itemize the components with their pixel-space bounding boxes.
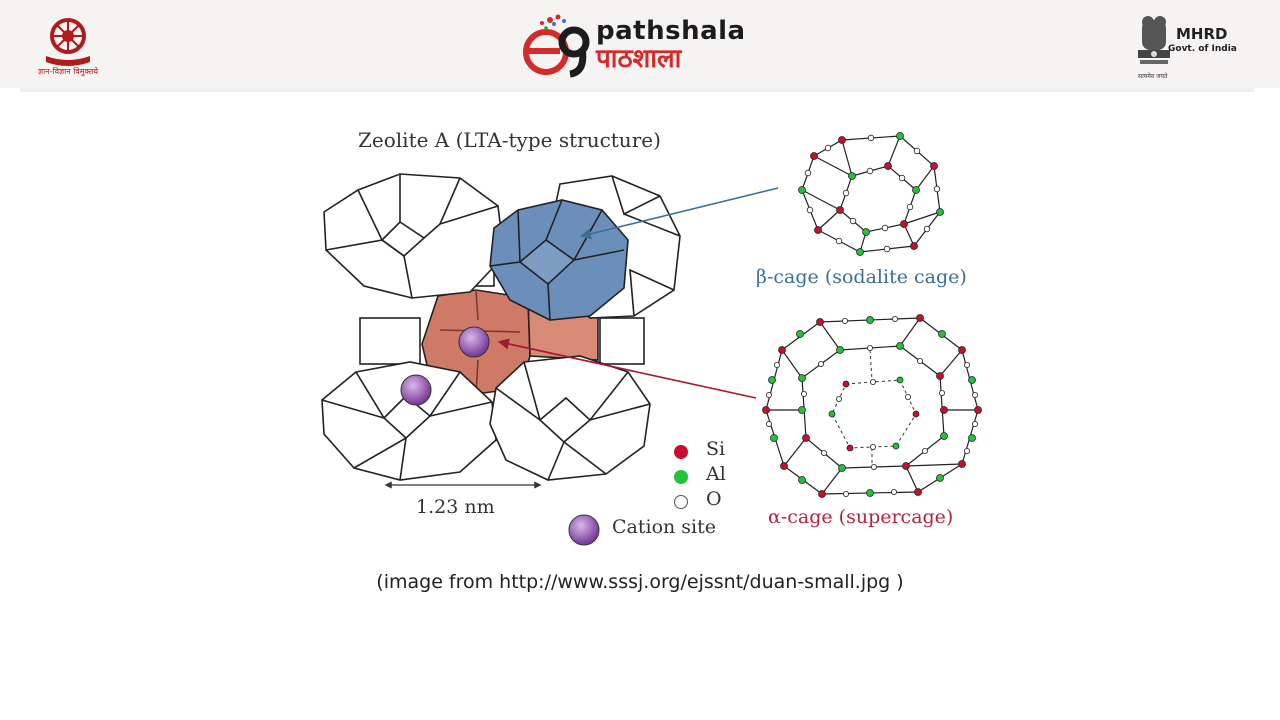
alpha-arrow (497, 338, 757, 399)
beta-cage-label: β-cage (sodalite cage) (756, 266, 967, 288)
ugc-caption: ज्ञान-विज्ञान विमुक्तये (37, 67, 99, 76)
mhrd-subtitle: Govt. of India (1168, 44, 1237, 54)
legend-al-marker (674, 470, 688, 484)
beta-arrow (579, 187, 779, 240)
legend-si-label: Si (706, 438, 726, 460)
legend-al-label: Al (706, 463, 726, 485)
cation-sphere (458, 326, 490, 358)
logo-title-hindi: पाठशाला (596, 44, 682, 74)
beta-cage-model (798, 132, 944, 256)
alpha-cage-label: α-cage (supercage) (768, 506, 954, 528)
national-emblem-icon (1138, 16, 1170, 64)
header-bar (0, 0, 1280, 88)
alpha-cage-model (762, 314, 982, 498)
legend-o-marker (674, 495, 688, 509)
beta-cage-shape (489, 199, 629, 321)
cation-sphere (400, 374, 432, 406)
legend-si-marker (674, 445, 688, 459)
epathshala-logo-icon (523, 14, 590, 78)
legend-markers (568, 445, 688, 546)
header-divider (20, 88, 1254, 92)
figure-title: Zeolite A (LTA-type structure) (358, 128, 661, 152)
image-source-caption: (image from http://www.sssj.org/ejssnt/d… (376, 571, 904, 593)
scale-label: 1.23 nm (416, 496, 495, 518)
legend-cation-label: Cation site (612, 516, 716, 538)
legend-o-label: O (706, 488, 722, 510)
logo-title: pathshala (596, 16, 746, 46)
ugc-logo-icon (46, 18, 90, 66)
mhrd-title: MHRD (1176, 25, 1228, 43)
legend-cation-marker (568, 514, 600, 546)
mhrd-motto: सत्यमेव जयते (1138, 73, 1168, 80)
